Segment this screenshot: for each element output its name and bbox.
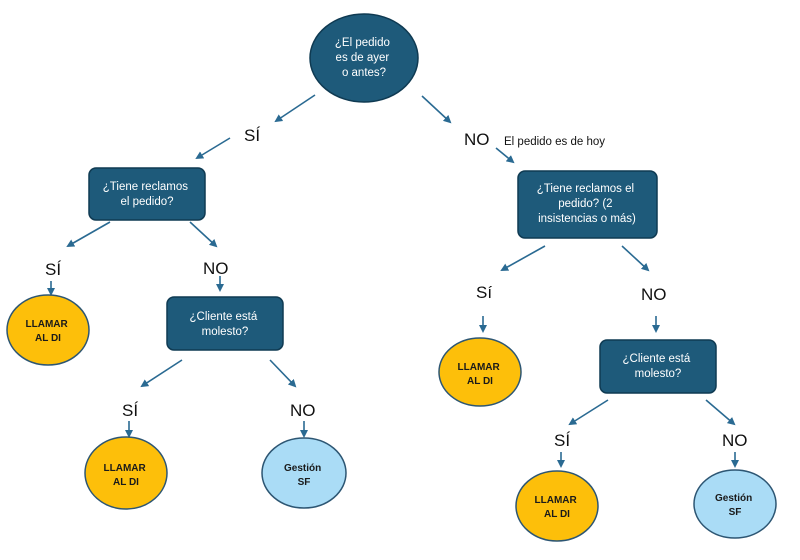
left-q1-yes-label: SÍ xyxy=(45,260,61,279)
left-question-2-text: ¿Cliente está molesto? xyxy=(190,311,261,338)
arrow-yes-to-left-q1 xyxy=(195,137,231,160)
call-di-text-2: LLAMAR AL DI xyxy=(104,463,149,488)
arrow-right-q2-to-yes xyxy=(568,399,609,426)
root-no-note: El pedido es de hoy xyxy=(504,136,605,148)
right-question-2-shape xyxy=(599,339,717,394)
root-no-label: NO xyxy=(464,130,490,149)
arrow-left-q2-to-yes xyxy=(140,359,183,388)
right-question-1-text: ¿Tiene reclamos el pedido? (2 insistenci… xyxy=(537,183,638,225)
left-q1-no-label: NO xyxy=(203,259,229,278)
arrow-left-q1-to-no xyxy=(189,221,218,248)
call-di-text-4: LLAMAR AL DI xyxy=(535,495,580,520)
gestion-sf-node-1: Gestión SF xyxy=(261,437,347,509)
right-question-1-node: ¿Tiene reclamos el pedido? (2 insistenci… xyxy=(517,170,658,239)
call-di-shape-1 xyxy=(6,294,90,366)
root-yes-label: SÍ xyxy=(244,126,260,145)
gestion-sf-text-2: Gestión SF xyxy=(715,493,755,518)
root-question-node: ¿El pedido es de ayer o antes? xyxy=(309,13,419,103)
left-question-1-shape xyxy=(88,167,206,221)
call-di-shape-4 xyxy=(515,470,599,542)
arrow-root-to-yes xyxy=(274,94,316,123)
call-di-shape-3 xyxy=(438,337,522,407)
gestion-sf-node-2: Gestión SF xyxy=(693,469,777,539)
call-di-node-4: LLAMAR AL DI xyxy=(515,470,599,542)
call-di-text-3: LLAMAR AL DI xyxy=(458,362,503,387)
gestion-sf-shape-2 xyxy=(693,469,777,539)
arrow-left-q2-to-no xyxy=(269,359,297,388)
arrow-root-to-no xyxy=(421,95,452,124)
right-q2-no-label: NO xyxy=(722,431,748,450)
gestion-sf-shape-1 xyxy=(261,437,347,509)
left-q2-no-label: NO xyxy=(290,401,316,420)
left-question-2-shape xyxy=(166,296,284,351)
right-q2-yes-label: SÍ xyxy=(554,431,570,450)
arrow-right-q2-to-no xyxy=(705,399,736,426)
left-question-1-text: ¿Tiene reclamos el pedido? xyxy=(103,181,191,208)
right-question-1-shape xyxy=(517,170,658,239)
left-question-2-node: ¿Cliente está molesto? xyxy=(166,296,284,351)
root-question-text: ¿El pedido es de ayer o antes? xyxy=(335,37,393,79)
call-di-shape-2 xyxy=(84,436,168,510)
call-di-text-1: LLAMAR AL DI xyxy=(26,319,71,344)
right-question-2-text: ¿Cliente está molesto? xyxy=(623,353,694,380)
right-q1-yes-label: Sí xyxy=(476,283,492,302)
right-q1-no-label: NO xyxy=(641,285,667,304)
arrows xyxy=(47,94,739,468)
call-di-node-1: LLAMAR AL DI xyxy=(6,294,90,366)
arrow-right-q1-to-no xyxy=(621,245,650,272)
right-question-2-node: ¿Cliente está molesto? xyxy=(599,339,717,394)
call-di-node-3: LLAMAR AL DI xyxy=(438,337,522,407)
call-di-node-2: LLAMAR AL DI xyxy=(84,436,168,510)
arrow-left-q1-to-yes xyxy=(66,221,111,247)
left-q2-yes-label: SÍ xyxy=(122,401,138,420)
root-question-shape xyxy=(309,13,419,103)
gestion-sf-text-1: Gestión SF xyxy=(284,463,324,488)
left-question-1-node: ¿Tiene reclamos el pedido? xyxy=(88,167,206,221)
arrow-no-to-right-q1 xyxy=(495,147,515,164)
arrow-right-q1-to-yes xyxy=(500,245,546,271)
